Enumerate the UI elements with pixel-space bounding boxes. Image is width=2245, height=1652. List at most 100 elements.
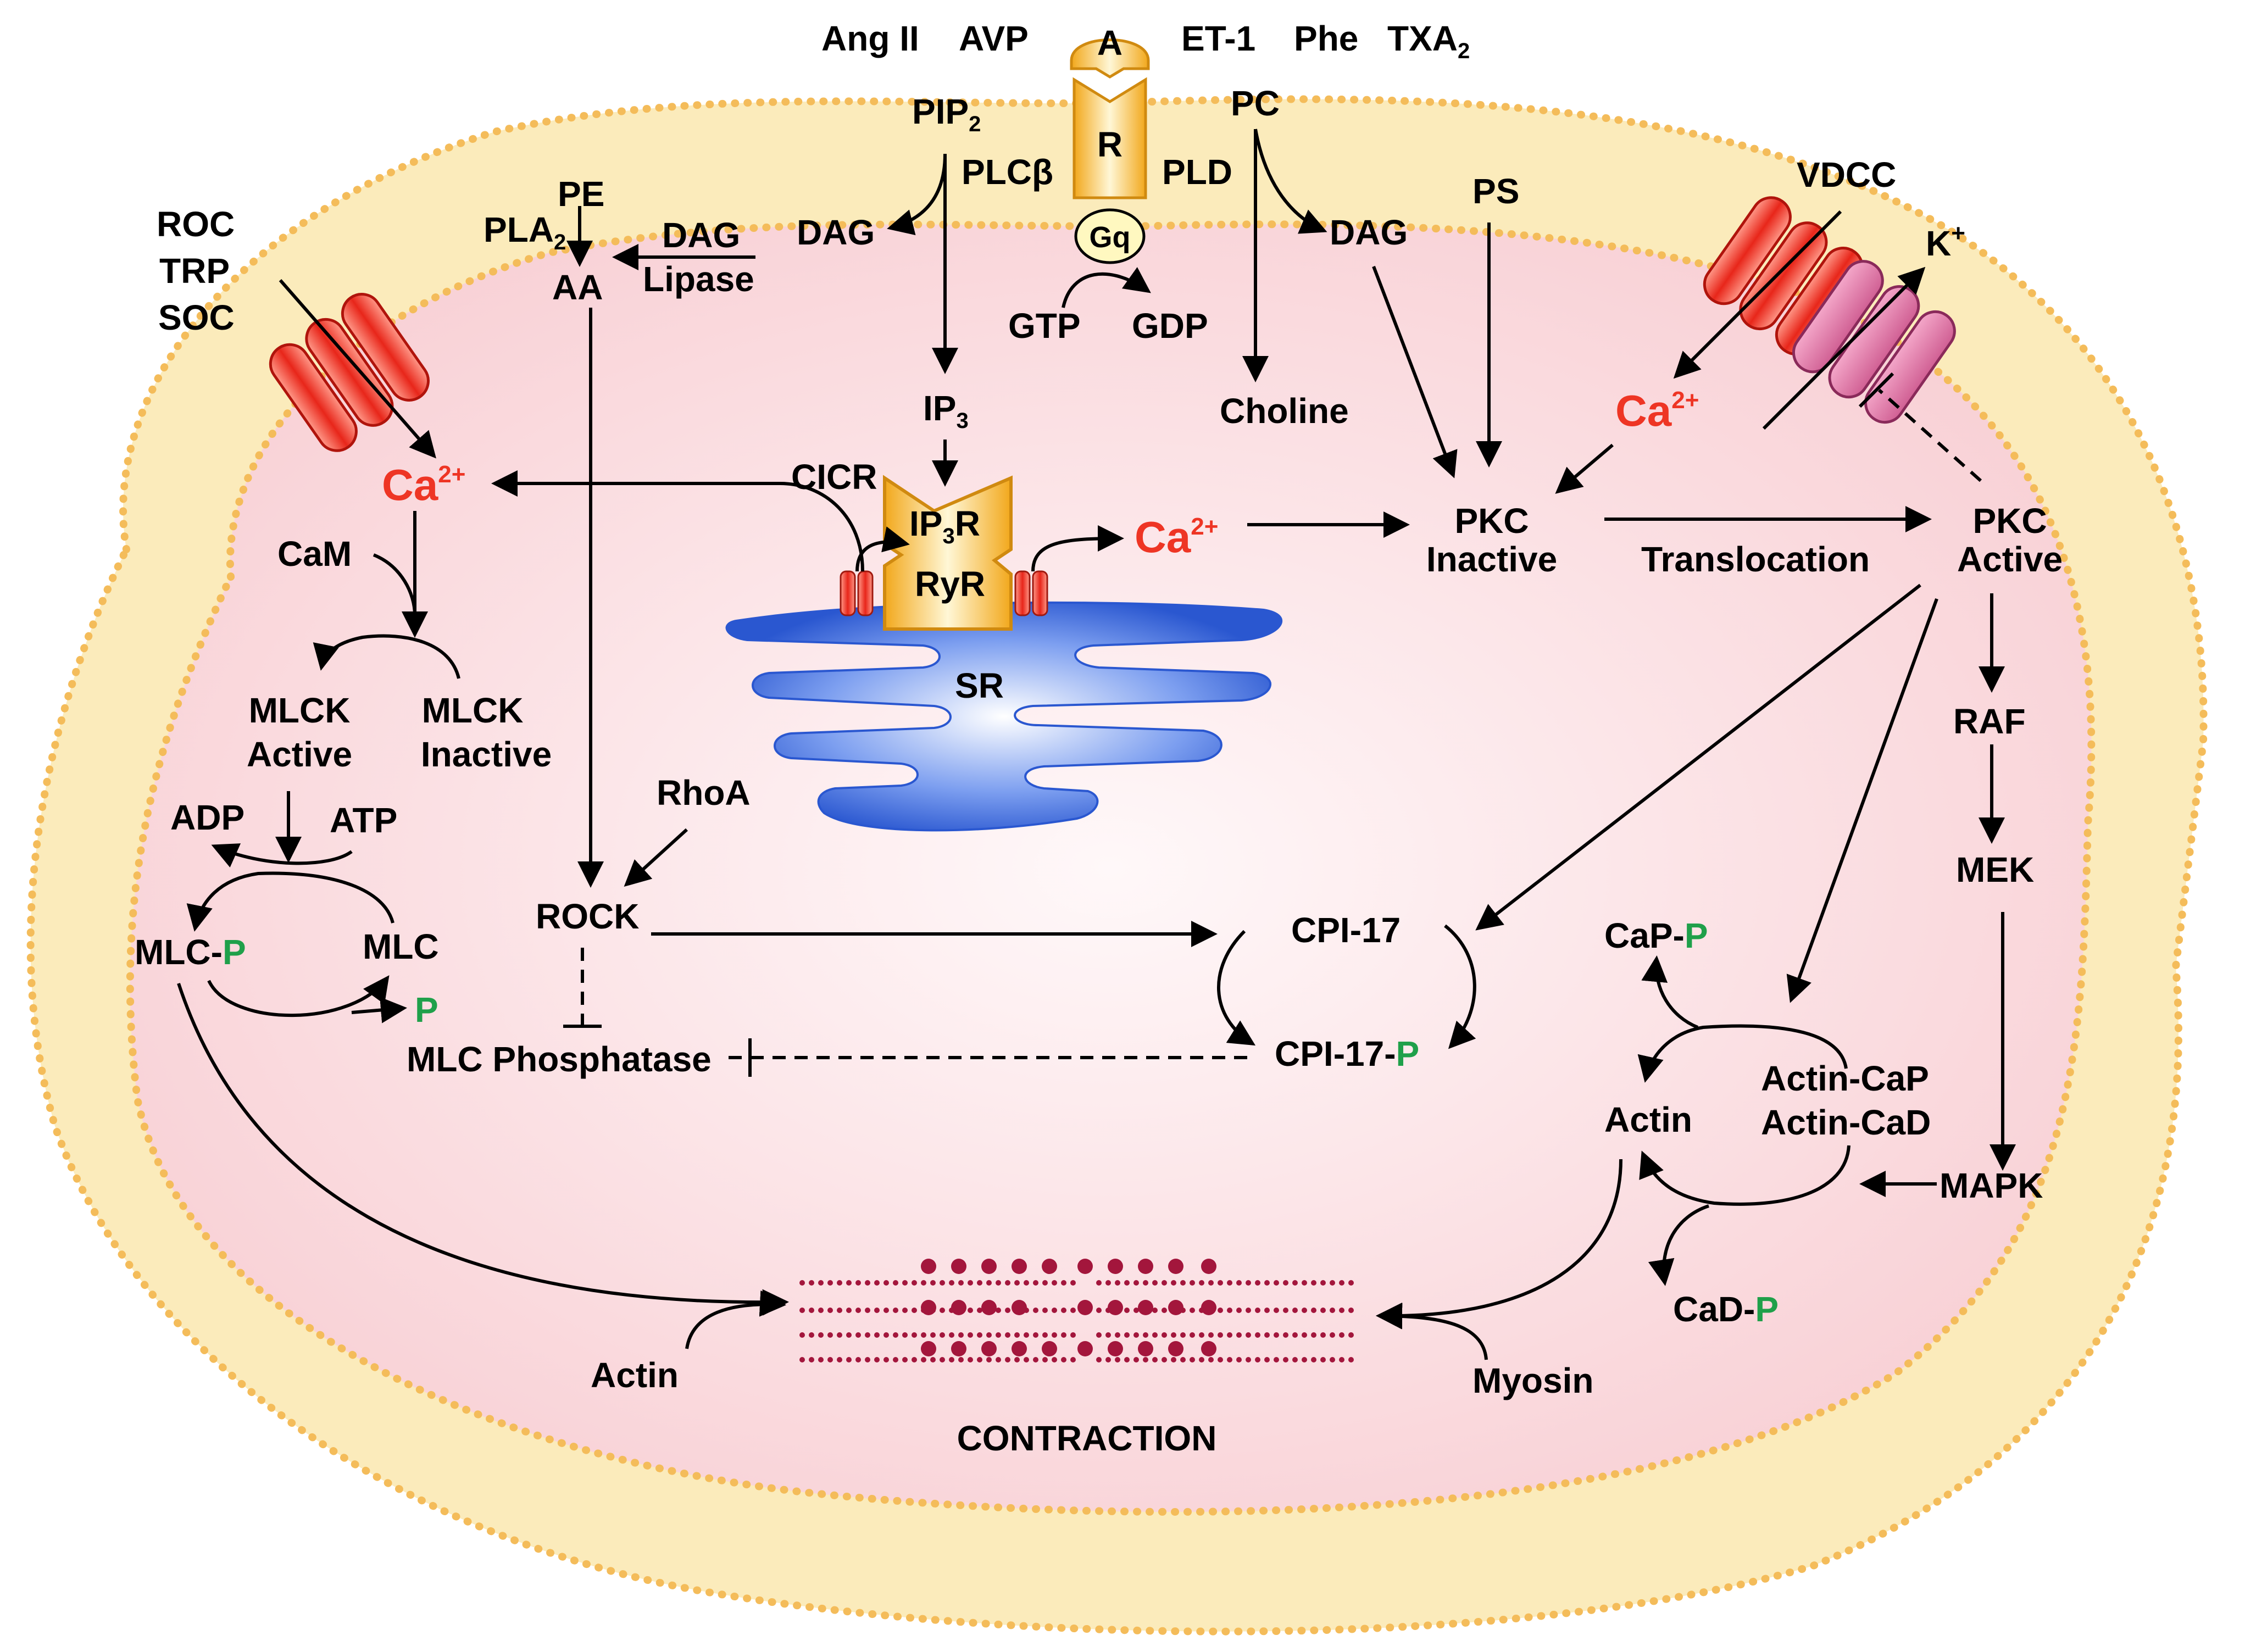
choline-label: Choline <box>1220 391 1349 431</box>
pkc-active-label-1: PKC <box>1972 501 2047 541</box>
actin-filament-dot <box>1061 1308 1066 1313</box>
actin-filament-dot <box>827 1332 833 1338</box>
actin-filament-dot <box>1152 1332 1158 1338</box>
ryr-label: RyR <box>915 564 985 604</box>
actin-filament-dot <box>958 1357 964 1362</box>
actin-filament-dot <box>1339 1332 1344 1338</box>
actin-filament-dot <box>1302 1280 1307 1286</box>
actin-filament-dot <box>865 1332 870 1338</box>
actin-filament-dot <box>1348 1280 1354 1286</box>
actin-filament-dot <box>1255 1280 1260 1286</box>
agonist-phe: Phe <box>1294 19 1358 58</box>
actin-filament-dot <box>818 1308 824 1313</box>
actin-filament-dot <box>837 1280 842 1286</box>
actin-filament-dot <box>1199 1357 1204 1362</box>
actin-filament-dot <box>827 1280 833 1286</box>
actin-filament-dot <box>902 1280 908 1286</box>
calcium-vdcc: Ca2+ <box>1615 386 1699 435</box>
receptor-body <box>1073 77 1147 199</box>
actin-filament-dot <box>1052 1332 1057 1338</box>
actin-filament-dot <box>1227 1357 1232 1362</box>
myosin-head <box>1042 1259 1057 1274</box>
arrow-rhoa-to-rock <box>624 828 688 887</box>
actin-filament-dot <box>921 1280 926 1286</box>
actin-filament-dot <box>1218 1332 1223 1338</box>
actin-filament-dot <box>883 1357 889 1362</box>
cap-p-label: CaP-P <box>1604 916 1708 955</box>
actin-filament-dot <box>1152 1308 1158 1313</box>
arrow-release-p <box>351 997 407 1024</box>
actin-filament-dot <box>1264 1308 1270 1313</box>
actin-filament-dot <box>799 1308 805 1313</box>
actin-filament-dot <box>930 1332 936 1338</box>
actin-filament-dot <box>1180 1357 1186 1362</box>
actin-filament-dot <box>1162 1308 1167 1313</box>
rhoa-label: RhoA <box>657 773 751 813</box>
arrow-cpi17p-to-cpi17 <box>1216 930 1256 1046</box>
actin-filament-dot <box>1246 1332 1251 1338</box>
actin-filament-dot <box>1339 1280 1344 1286</box>
gq-coupled-receptor <box>1070 38 1150 264</box>
actin-filament-dot <box>1124 1280 1130 1286</box>
actin-filament-dot <box>1330 1357 1335 1362</box>
actin-filament-dot <box>1105 1332 1111 1338</box>
actin-filament-dot <box>902 1332 908 1338</box>
actin-filament-dot <box>1311 1308 1316 1313</box>
arrow-pc-to-dag <box>1254 129 1327 234</box>
arrow-mlc-to-mlcp <box>186 871 394 932</box>
actin-filament-dot <box>940 1308 945 1313</box>
pathway-arrows <box>177 129 2016 1360</box>
actin-filament-dot <box>1302 1332 1307 1338</box>
adp-label: ADP <box>170 798 244 837</box>
actin-filament-dot <box>865 1280 870 1286</box>
actin-filament-dot <box>855 1280 861 1286</box>
actin-filament-dot <box>977 1280 982 1286</box>
arrow-vdcc-to-ca <box>1673 210 1842 379</box>
myosin-head <box>1108 1300 1123 1315</box>
myosin-head <box>1168 1341 1183 1356</box>
actin-filament-dot <box>809 1308 814 1313</box>
actin-filament-dot <box>1124 1357 1130 1362</box>
actin-filament-dot <box>1180 1332 1186 1338</box>
actin-filament-dot <box>883 1280 889 1286</box>
actin-filament-dot <box>1124 1332 1130 1338</box>
actin-filament-dot <box>846 1308 852 1313</box>
actin-filament-dot <box>865 1357 870 1362</box>
actin-filament-dot <box>912 1308 917 1313</box>
actin-filament-dot <box>968 1280 973 1286</box>
arrow-dag-to-pkc <box>1372 265 1458 479</box>
dag-left-label: DAG <box>797 213 875 252</box>
membrane-outer-dots <box>26 95 2208 1636</box>
actin-filament-dot <box>940 1332 945 1338</box>
actin-filament-dot <box>1152 1280 1158 1286</box>
myosin-head <box>1201 1259 1216 1274</box>
actin-filament-dot <box>1143 1280 1148 1286</box>
agonist-et1: ET-1 <box>1181 19 1255 58</box>
myosin-head <box>951 1341 966 1356</box>
arrow-release-cap-p <box>1641 955 1699 1029</box>
cytoplasm <box>130 224 2092 1512</box>
myosin-head <box>951 1300 966 1315</box>
arrow-cicr-to-ca <box>491 470 864 572</box>
actin-filament-dot <box>977 1357 982 1362</box>
actin-filament-dot <box>1236 1308 1242 1313</box>
actin-filament-dot <box>996 1357 1001 1362</box>
actin-filament-dot <box>809 1357 814 1362</box>
dag-lipase-label-2: Lipase <box>643 259 754 299</box>
agonist-txa2: TXA2 <box>1387 19 1470 63</box>
sarcoplasmic-reticulum <box>725 601 1283 832</box>
actin-filament-dot <box>837 1357 842 1362</box>
gdp-label: GDP <box>1132 306 1208 346</box>
inhibit-pkc-to-kchannel <box>1878 388 1982 482</box>
actin-filament-dot <box>1246 1308 1251 1313</box>
actin-filament-dot <box>1162 1280 1167 1286</box>
actin-filament-dot <box>996 1332 1001 1338</box>
gq-label: Gq <box>1090 221 1131 254</box>
agonist-avp: AVP <box>959 19 1029 58</box>
actin-filament-dot <box>1292 1308 1298 1313</box>
actin-filament-dot <box>1014 1280 1020 1286</box>
arrow-roc-to-ca <box>279 279 436 459</box>
cpi17-p-label: CPI-17-P <box>1275 1034 1419 1073</box>
actin-filament-dot <box>1292 1280 1298 1286</box>
